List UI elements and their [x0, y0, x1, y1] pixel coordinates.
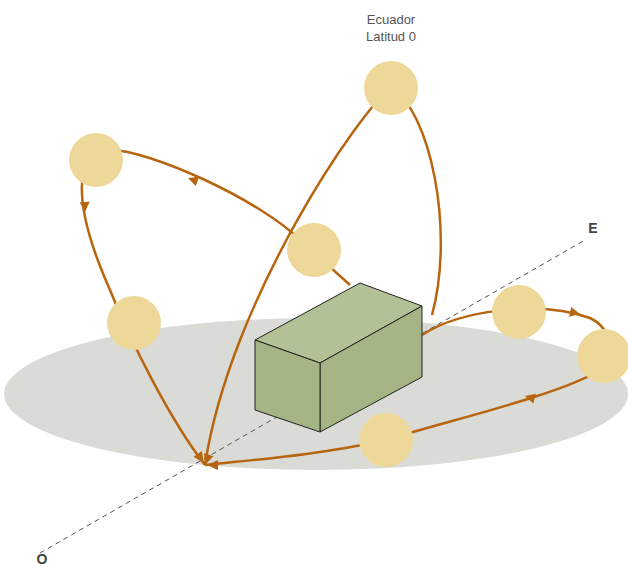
sun	[364, 61, 418, 115]
sun	[69, 133, 123, 187]
sun	[577, 329, 628, 383]
sun	[359, 413, 413, 467]
arrowhead	[207, 460, 218, 470]
sun	[492, 285, 546, 339]
arrowhead	[80, 202, 90, 212]
east-west-axis	[40, 240, 585, 553]
building-block	[255, 283, 422, 432]
direction-letter: O	[32, 550, 52, 568]
sun-paths	[82, 88, 609, 465]
equinox-path	[205, 88, 441, 465]
sun	[107, 296, 161, 350]
direction-letter: E	[583, 219, 603, 237]
arrowhead	[569, 307, 581, 319]
block-front	[255, 340, 320, 432]
sun	[287, 223, 341, 277]
arrowhead	[186, 173, 199, 186]
arrowhead	[524, 391, 536, 403]
latitude-heading: Ecuador Latitud 0	[355, 12, 427, 46]
arrowhead	[194, 451, 209, 466]
solstice-path-north	[82, 150, 350, 465]
sun-positions	[69, 61, 628, 467]
arrowheads	[80, 173, 581, 470]
block-side	[320, 306, 422, 432]
